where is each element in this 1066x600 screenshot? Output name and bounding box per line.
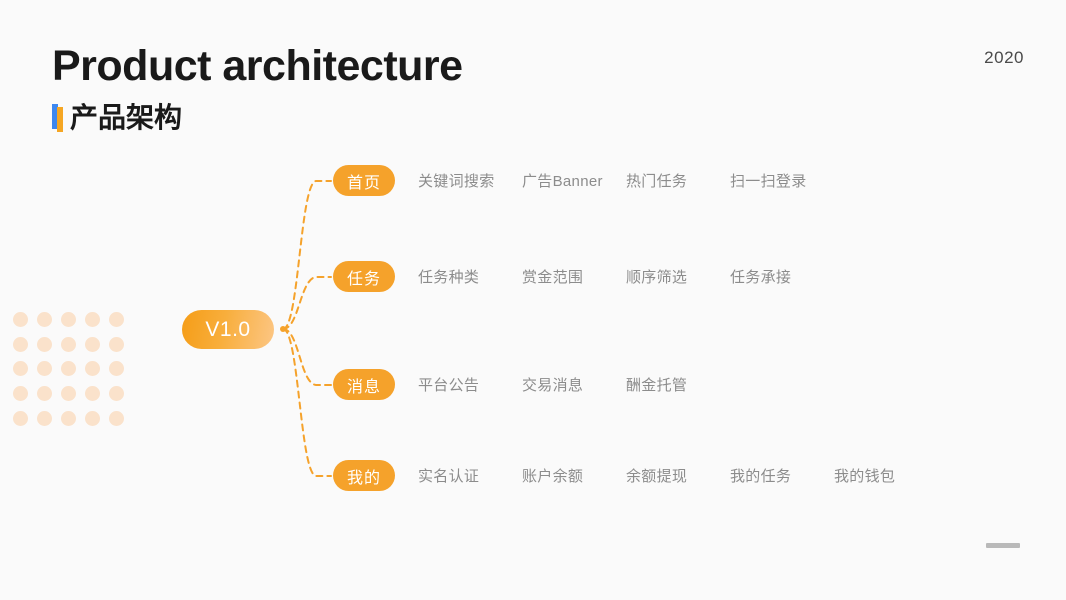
leaf-list-tasks: 任务种类 赏金范围 顺序筛选 任务承接 <box>418 261 834 292</box>
branch-label: 我的 <box>346 469 381 487</box>
accent-bar-orange <box>57 107 63 133</box>
dot-cell <box>8 406 32 431</box>
dot-icon <box>36 336 52 352</box>
leaf-item[interactable]: 扫一扫登录 <box>730 173 807 190</box>
leaf-item[interactable]: 余额提现 <box>626 468 688 485</box>
root-node-label: V1.0 <box>205 317 251 341</box>
dot-icon <box>60 311 76 327</box>
dot-cell <box>104 307 128 332</box>
leaf-item[interactable]: 任务种类 <box>418 269 480 286</box>
dot-icon <box>36 411 52 427</box>
slide-progress-mark <box>986 543 1020 548</box>
dot-icon <box>84 386 100 402</box>
dot-icon <box>84 336 100 352</box>
decorative-dot-grid <box>8 307 128 431</box>
leaf-item[interactable]: 关键词搜索 <box>418 173 495 190</box>
dot-cell <box>104 381 128 406</box>
dot-cell <box>80 381 104 406</box>
branch-label: 任务 <box>346 270 381 288</box>
dot-cell <box>8 332 32 357</box>
dot-cell <box>56 357 80 382</box>
branch-pill-mine[interactable]: 我的 <box>333 460 395 491</box>
branch-label: 首页 <box>346 174 381 192</box>
dot-icon <box>60 386 76 402</box>
dot-cell <box>32 381 56 406</box>
dot-cell <box>8 307 32 332</box>
leaf-item[interactable]: 账户余额 <box>522 468 584 485</box>
dot-icon <box>60 336 76 352</box>
leaf-item[interactable]: 热门任务 <box>626 173 688 190</box>
accent-bar-blue <box>52 104 58 130</box>
dot-cell <box>80 307 104 332</box>
dot-cell <box>80 406 104 431</box>
page-subtitle: 产品架构 <box>70 102 183 134</box>
leaf-list-messages: 平台公告 交易消息 酬金托管 <box>418 369 730 400</box>
dot-cell <box>104 357 128 382</box>
connector-to-branch-1 <box>282 180 332 330</box>
dot-cell <box>32 357 56 382</box>
dot-icon <box>12 336 28 352</box>
dot-icon <box>108 361 124 377</box>
connector-to-branch-3 <box>282 328 332 386</box>
branch-label: 消息 <box>346 378 381 396</box>
dot-icon <box>108 311 124 327</box>
root-node-v1[interactable]: V1.0 <box>182 310 274 349</box>
leaf-item[interactable]: 我的任务 <box>730 468 792 485</box>
leaf-item[interactable]: 平台公告 <box>418 377 480 394</box>
dot-cell <box>80 357 104 382</box>
dot-cell <box>104 332 128 357</box>
slide-header: Product architecture 产品架构 <box>52 42 752 135</box>
branch-pill-messages[interactable]: 消息 <box>333 369 395 400</box>
dot-icon <box>12 411 28 427</box>
dot-cell <box>56 381 80 406</box>
leaf-item[interactable]: 广告Banner <box>522 173 603 190</box>
dot-icon <box>12 361 28 377</box>
dot-icon <box>108 386 124 402</box>
leaf-item[interactable]: 赏金范围 <box>522 269 584 286</box>
dot-cell <box>56 307 80 332</box>
dot-icon <box>84 311 100 327</box>
dot-icon <box>36 386 52 402</box>
dot-cell <box>8 381 32 406</box>
dot-cell <box>32 307 56 332</box>
dot-cell <box>104 406 128 431</box>
branch-pill-tasks[interactable]: 任务 <box>333 261 395 292</box>
dot-cell <box>56 332 80 357</box>
leaf-item[interactable]: 实名认证 <box>418 468 480 485</box>
leaf-list-home: 关键词搜索 广告Banner 热门任务 扫一扫登录 <box>418 165 834 196</box>
dot-icon <box>108 336 124 352</box>
subtitle-row: 产品架构 <box>52 101 752 135</box>
connector-hub-dot <box>280 326 286 332</box>
dot-icon <box>36 311 52 327</box>
dot-icon <box>60 411 76 427</box>
dot-icon <box>12 311 28 327</box>
branch-pill-home[interactable]: 首页 <box>333 165 395 196</box>
dot-icon <box>36 361 52 377</box>
leaf-item[interactable]: 任务承接 <box>730 269 792 286</box>
dot-icon <box>84 361 100 377</box>
leaf-item[interactable]: 酬金托管 <box>626 377 688 394</box>
dot-cell <box>32 406 56 431</box>
dot-cell <box>80 332 104 357</box>
dot-cell <box>32 332 56 357</box>
page-title: Product architecture <box>52 42 463 90</box>
dot-icon <box>108 411 124 427</box>
connector-to-branch-2 <box>282 276 332 330</box>
leaf-item[interactable]: 顺序筛选 <box>626 269 688 286</box>
dot-cell <box>8 357 32 382</box>
year-label: 2020 <box>984 48 1024 67</box>
accent-bars-icon <box>52 104 66 133</box>
dot-icon <box>60 361 76 377</box>
dot-icon <box>12 386 28 402</box>
connector-to-branch-4 <box>282 328 332 477</box>
leaf-item[interactable]: 交易消息 <box>522 377 584 394</box>
leaf-item[interactable]: 我的钱包 <box>834 468 896 485</box>
dot-icon <box>84 411 100 427</box>
dot-cell <box>56 406 80 431</box>
leaf-list-mine: 实名认证 账户余额 余额提现 我的任务 我的钱包 <box>418 460 938 491</box>
